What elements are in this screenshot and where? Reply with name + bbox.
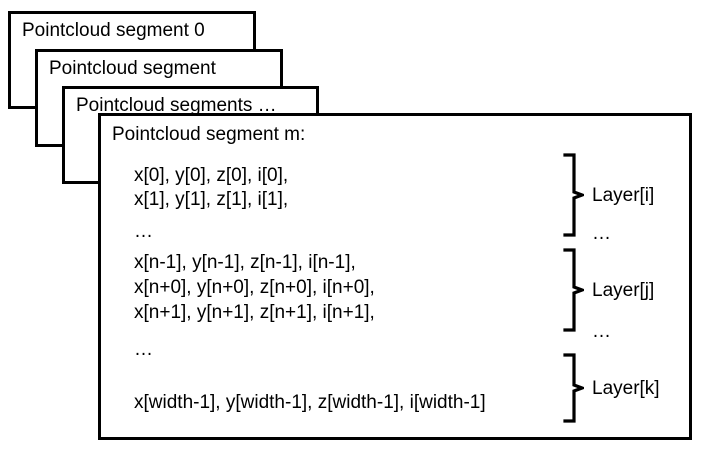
pointcloud-segment-card-2-label: Pointcloud segments …	[76, 95, 277, 116]
point-data-line: x[0], y[0], z[0], i[0],	[134, 165, 289, 186]
pointcloud-segment-m-title: Pointcloud segment m:	[112, 124, 306, 145]
point-data-line: x[width-1], y[width-1], z[width-1], i[wi…	[134, 392, 486, 413]
point-data-line: x[1], y[1], z[1], i[1],	[134, 189, 289, 210]
point-data-line: x[n+0], y[n+0], z[n+0], i[n+0],	[134, 277, 375, 298]
layer-bracket-j	[562, 247, 584, 333]
pointcloud-segment-card-0-label: Pointcloud segment 0	[22, 20, 205, 41]
point-data-ellipsis: …	[134, 339, 154, 360]
layer-label-j: Layer[j]	[592, 280, 655, 301]
layer-bracket-i	[562, 152, 584, 238]
pointcloud-segment-card-1-label: Pointcloud segment	[49, 58, 216, 79]
point-data-line: x[n-1], y[n-1], z[n-1], i[n-1],	[134, 252, 356, 273]
layer-bracket-k	[562, 352, 584, 424]
layer-label-i: Layer[i]	[592, 185, 655, 206]
layer-ellipsis-i: …	[592, 223, 611, 244]
layer-ellipsis-j: …	[592, 321, 611, 342]
pointcloud-segment-m-card	[98, 113, 692, 440]
point-data-line: x[n+1], y[n+1], z[n+1], i[n+1],	[134, 302, 375, 323]
point-data-ellipsis: …	[134, 221, 154, 242]
layer-label-k: Layer[k]	[592, 378, 660, 399]
